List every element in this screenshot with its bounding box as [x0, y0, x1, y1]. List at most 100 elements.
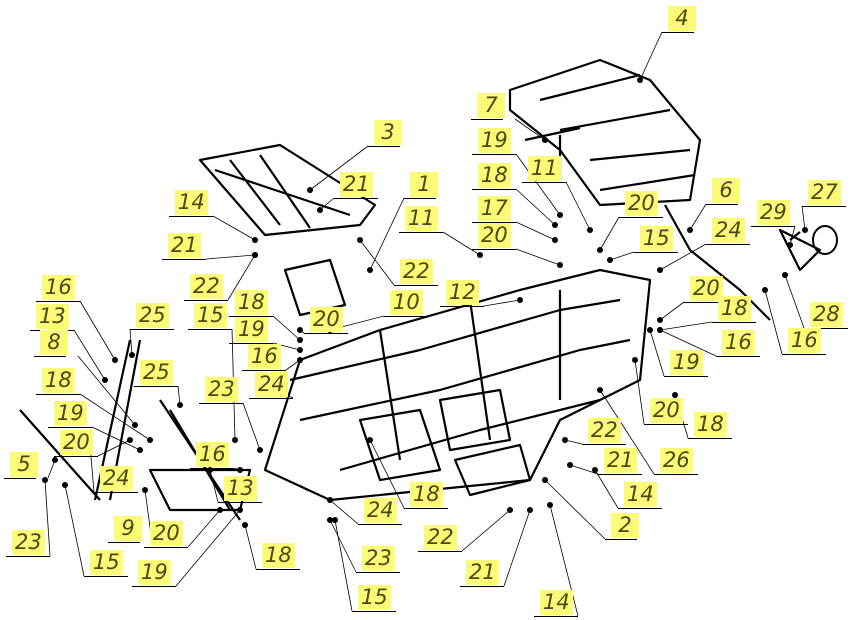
callout-16: 16	[196, 442, 229, 467]
callout-11: 11	[405, 206, 438, 231]
callout-20: 20	[690, 276, 723, 301]
callout-underline	[716, 356, 760, 357]
callout-16: 16	[788, 328, 821, 353]
callout-underline	[684, 302, 728, 303]
callout-underline	[190, 468, 234, 469]
fastener-dot	[62, 482, 68, 488]
callout-underline	[334, 198, 378, 199]
fastener-dot	[557, 262, 563, 268]
leader-line	[77, 355, 136, 426]
fastener-dot	[527, 507, 533, 513]
fastener-dot	[237, 467, 243, 473]
leader-line	[272, 315, 301, 341]
fastener-dot	[132, 422, 138, 428]
callout-20: 20	[625, 191, 658, 216]
callout-19: 19	[670, 350, 703, 375]
callout-15: 15	[194, 303, 227, 328]
callout-underline	[418, 551, 462, 552]
leader-line	[205, 254, 256, 260]
fastener-dot	[252, 237, 258, 243]
callout-underline	[706, 244, 750, 245]
leader-line	[309, 145, 369, 191]
fastener-dot	[587, 227, 593, 233]
callout-underline	[404, 198, 436, 199]
frame-tube	[378, 329, 402, 461]
frame-tube	[229, 159, 281, 226]
fastener-dot	[657, 327, 663, 333]
leader-line	[515, 188, 556, 226]
callout-8: 8	[40, 330, 68, 355]
callout-underline	[36, 301, 80, 302]
leader-line	[594, 469, 619, 509]
callout-18: 18	[410, 482, 443, 507]
leader-line	[483, 299, 521, 307]
callout-19: 19	[54, 401, 87, 426]
fastener-dot	[782, 272, 788, 278]
callout-underline	[218, 502, 262, 503]
fastener-dot	[552, 237, 558, 243]
callout-7: 7	[477, 93, 505, 118]
callout-underline	[94, 492, 138, 493]
callout-20: 20	[310, 307, 343, 332]
leader-line	[334, 519, 353, 612]
callout-underline	[534, 616, 578, 617]
fastener-dot	[647, 327, 653, 333]
callout-29: 29	[757, 200, 790, 225]
callout-19: 19	[138, 560, 171, 585]
leader-line	[129, 328, 133, 356]
fastener-dot	[127, 437, 133, 443]
leader-line	[244, 524, 257, 570]
callout-24: 24	[364, 498, 397, 523]
callout-underline	[644, 424, 688, 425]
leader-line	[569, 464, 599, 475]
leader-line	[369, 439, 405, 509]
callout-24: 24	[100, 466, 133, 491]
leader-line	[515, 248, 561, 266]
fastener-dot	[632, 357, 638, 363]
fastener-dot	[112, 357, 118, 363]
fastener-dot	[129, 352, 135, 358]
fastener-dot	[597, 247, 603, 253]
leader-line	[319, 197, 335, 211]
callout-underline	[582, 444, 626, 445]
leader-line	[329, 519, 357, 573]
callout-underline	[249, 398, 293, 399]
frame-tube	[664, 204, 771, 321]
callout-underline	[229, 343, 273, 344]
cap-part	[812, 225, 838, 255]
callout-underline	[688, 438, 732, 439]
leader-line	[801, 205, 806, 231]
callout-16: 16	[722, 330, 755, 355]
callout-9: 9	[114, 516, 142, 541]
callout-22: 22	[588, 418, 621, 443]
callout-underline	[706, 204, 738, 205]
callout-14: 14	[624, 482, 657, 507]
callout-18: 18	[235, 290, 268, 315]
callout-21: 21	[340, 172, 373, 197]
frame-tube	[19, 409, 101, 501]
leader-line	[764, 289, 783, 355]
callout-22: 22	[424, 525, 457, 550]
leader-line	[544, 479, 606, 540]
callout-underline	[394, 285, 438, 286]
callout-11: 11	[528, 156, 561, 181]
fastener-dot	[297, 337, 303, 343]
callout-underline	[802, 206, 846, 207]
leader-line	[329, 499, 359, 525]
fastener-dot	[327, 517, 333, 523]
callout-underline	[184, 300, 228, 301]
fastener-dot	[687, 227, 693, 233]
callout-16: 16	[42, 275, 75, 300]
leader-line	[97, 439, 131, 457]
callout-3: 3	[374, 120, 402, 145]
callout-underline	[634, 252, 678, 253]
callout-underline	[654, 474, 698, 475]
frame-tube	[468, 299, 492, 441]
fastener-dot	[552, 222, 558, 228]
callout-13: 13	[36, 304, 69, 329]
callout-underline	[188, 329, 232, 330]
fastener-dot	[52, 457, 58, 463]
leader-line	[73, 329, 106, 381]
fastener-dot	[507, 507, 513, 513]
callout-underline	[36, 394, 80, 395]
